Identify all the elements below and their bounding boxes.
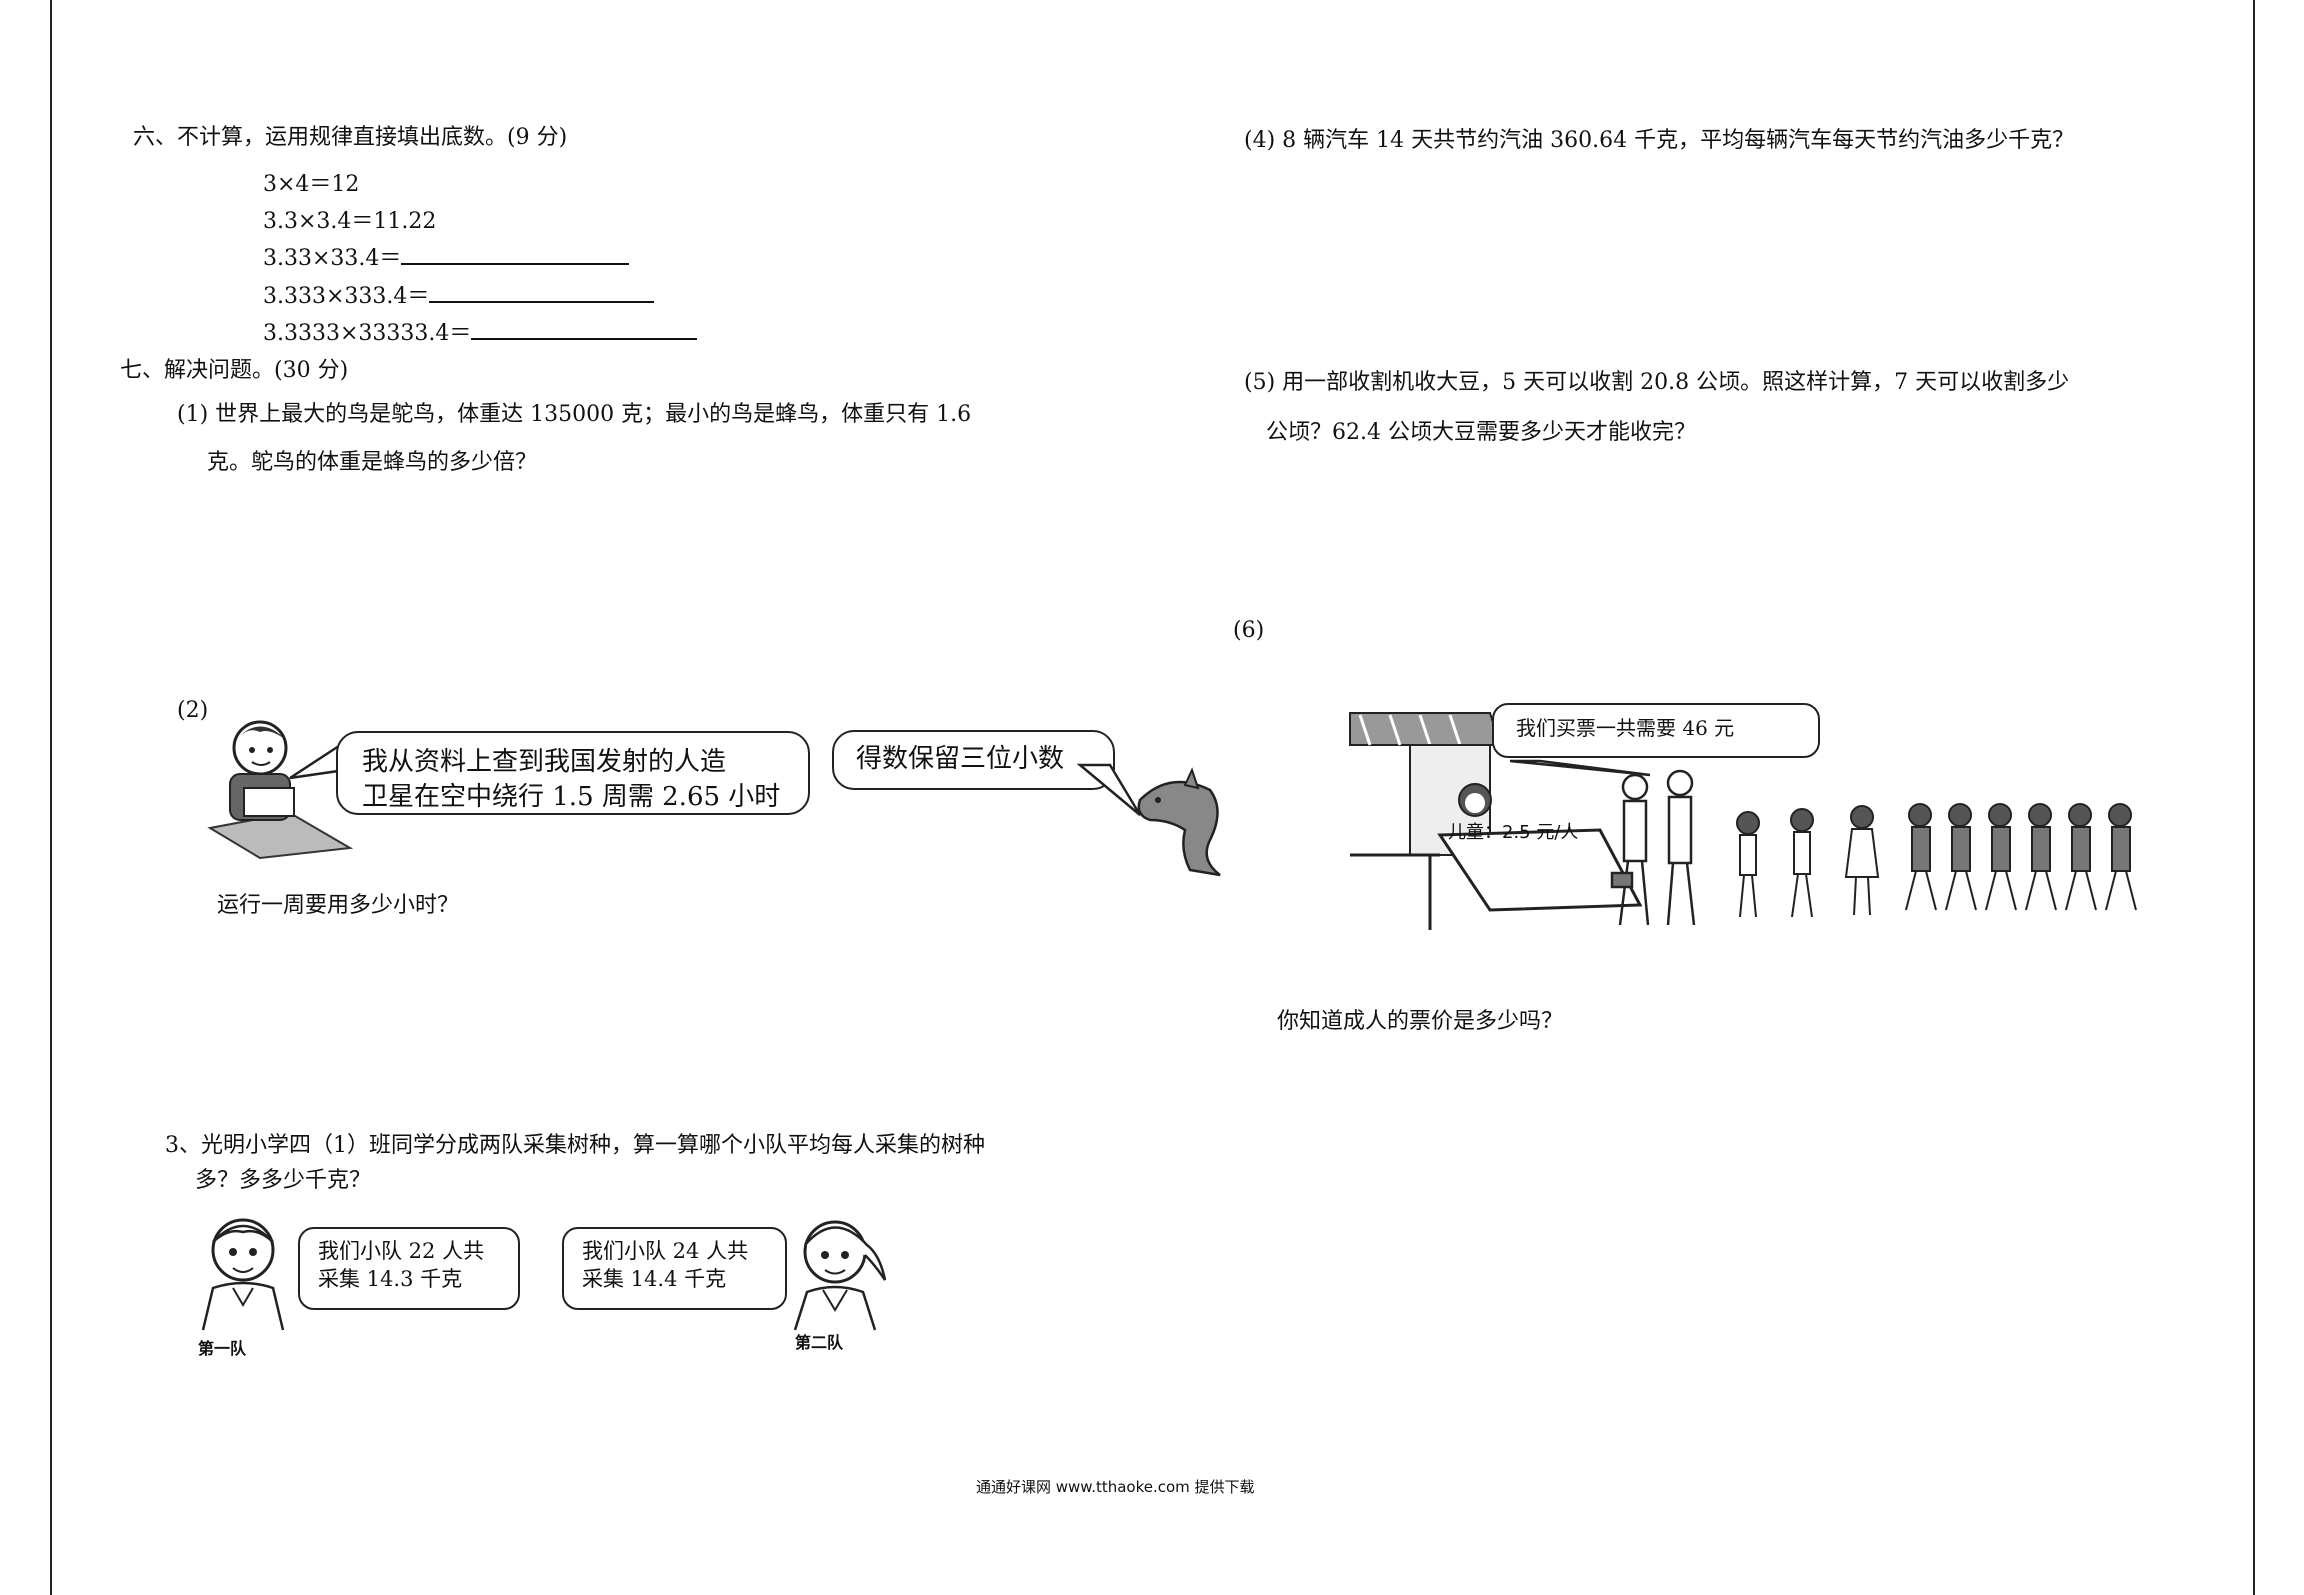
team1-label: 第一队 [198,1339,247,1358]
satellite-speech-bubble: 我从资料上查到我国发射的人造 卫星在空中绕行 1.5 周需 2.65 小时 [336,731,810,815]
page-right-border [2253,0,2255,1595]
section7-heading: 七、解决问题。(30 分) [120,358,349,383]
q6-question: 你知道成人的票价是多少吗？ [1277,1009,1564,1034]
q5-text-line2: 公顷？62.4 公顷大豆需要多少天才能收完？ [1266,420,1696,445]
team2-girl-illustration [793,1220,887,1331]
rounding-speech-bubble: 得数保留三位小数 [832,730,1115,790]
footer-credit: 通通好课网 www.tthaoke.com 提供下载 [976,1478,1255,1496]
q2-label: (2) [177,698,209,723]
pattern-line-5: 3.3333×33333.4＝ [263,321,698,347]
q3-text-line2: 多？多多少千克？ [195,1168,372,1193]
pattern-line-1: 3×4＝12 [263,172,360,197]
bubble2-tail [1076,763,1142,816]
q4-text: (4) 8 辆汽车 14 天共节约汽油 360.64 千克，平均每辆汽车每天节约… [1244,128,2075,153]
team1-boy-illustration [201,1218,285,1331]
page-left-border [50,0,52,1595]
q2-question: 运行一周要用多少小时？ [217,893,460,918]
team1-speech-bubble: 我们小队 22 人共 采集 14.3 千克 [298,1227,520,1310]
q6-label: (6) [1233,618,1265,643]
child-price-sign: 儿童：2.5 元/人 [1448,822,1579,843]
q1-text-line2: 克。鸵鸟的体重是蜂鸟的多少倍？ [207,450,538,475]
boy-reading-illustration [207,720,354,860]
pattern-line-2: 3.3×3.4＝11.22 [263,209,437,234]
q1-text-line1: (1) 世界上最大的鸟是鸵鸟，体重达 135000 克；最小的鸟是蜂鸟，体重只有… [177,402,972,427]
ticket-total-speech-bubble: 我们买票一共需要 46 元 [1492,703,1820,758]
answer-blank-3[interactable] [471,338,698,340]
q3-text-line1: 3、光明小学四（1）班同学分成两队采集树种，算一算哪个小队平均每人采集的树种 [165,1133,985,1158]
dolphin-illustration [1137,767,1221,877]
section6-heading: 六、不计算，运用规律直接填出底数。(9 分) [133,125,568,150]
answer-blank-2[interactable] [429,301,655,303]
pattern-line-4: 3.333×333.4＝ [263,284,655,310]
ticket-booth-illustration [1349,712,2137,930]
team2-label: 第二队 [795,1333,844,1352]
q5-text-line1: (5) 用一部收割机收大豆，5 天可以收割 20.8 公顷。照这样计算，7 天可… [1244,370,2070,395]
pattern-line-3: 3.33×33.4＝ [263,246,630,272]
team2-speech-bubble: 我们小队 24 人共 采集 14.4 千克 [562,1227,787,1310]
answer-blank-1[interactable] [401,263,630,265]
